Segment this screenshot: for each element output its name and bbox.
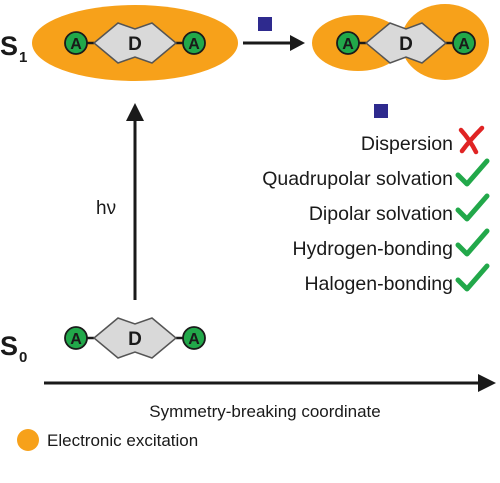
acceptor-right-label: A (188, 36, 200, 53)
acceptor-left-label: A (70, 36, 82, 53)
donor-label: D (128, 34, 142, 55)
acceptor-left-label: A (342, 36, 354, 53)
legend-excitation-swatch (17, 429, 39, 451)
acceptor-right-label: A (458, 36, 470, 53)
check-icon (455, 228, 490, 257)
acceptor-right (452, 31, 476, 55)
acceptor-left (336, 31, 360, 55)
marker-square-top (258, 17, 272, 31)
ground-state-letter: S (0, 331, 18, 361)
acceptor-left (64, 326, 88, 350)
excited-state-subscript: 1 (19, 49, 27, 66)
acceptor-left (64, 31, 88, 55)
excitation-arrow (126, 103, 144, 300)
donor-hexagon (92, 22, 178, 64)
check-icon (455, 193, 490, 222)
symmetry-breaking-transition-arrow (243, 35, 305, 51)
symmetry-breaking-axis (44, 374, 496, 392)
acceptor-left-label: A (70, 331, 82, 348)
check-icon (455, 158, 490, 187)
check-icon (455, 263, 490, 292)
interaction-label: Dipolar solvation (309, 203, 453, 225)
acceptor-right (182, 31, 206, 55)
ground-state-subscript: 0 (19, 349, 27, 366)
acceptor-right-label: A (188, 331, 200, 348)
legend-label: Electronic excitation (47, 431, 198, 450)
donor-hexagon (364, 22, 448, 64)
ground-state-label: S 0 (0, 331, 27, 366)
acceptor-right (182, 326, 206, 350)
interaction-label: Halogen-bonding (304, 273, 453, 295)
interaction-label: Quadrupolar solvation (262, 168, 453, 190)
interaction-label: Dispersion (361, 133, 453, 155)
donor-label: D (128, 329, 142, 350)
excited-state-letter: S (0, 31, 18, 61)
axis-label: Symmetry-breaking coordinate (149, 402, 380, 421)
cross-icon (458, 125, 485, 155)
marker-square-list (374, 104, 388, 118)
excited-state-label: S 1 (0, 31, 27, 66)
photon-label: hν (96, 198, 116, 219)
donor-hexagon (92, 317, 178, 359)
interaction-label: Hydrogen-bonding (293, 238, 453, 260)
donor-label: D (399, 34, 413, 55)
